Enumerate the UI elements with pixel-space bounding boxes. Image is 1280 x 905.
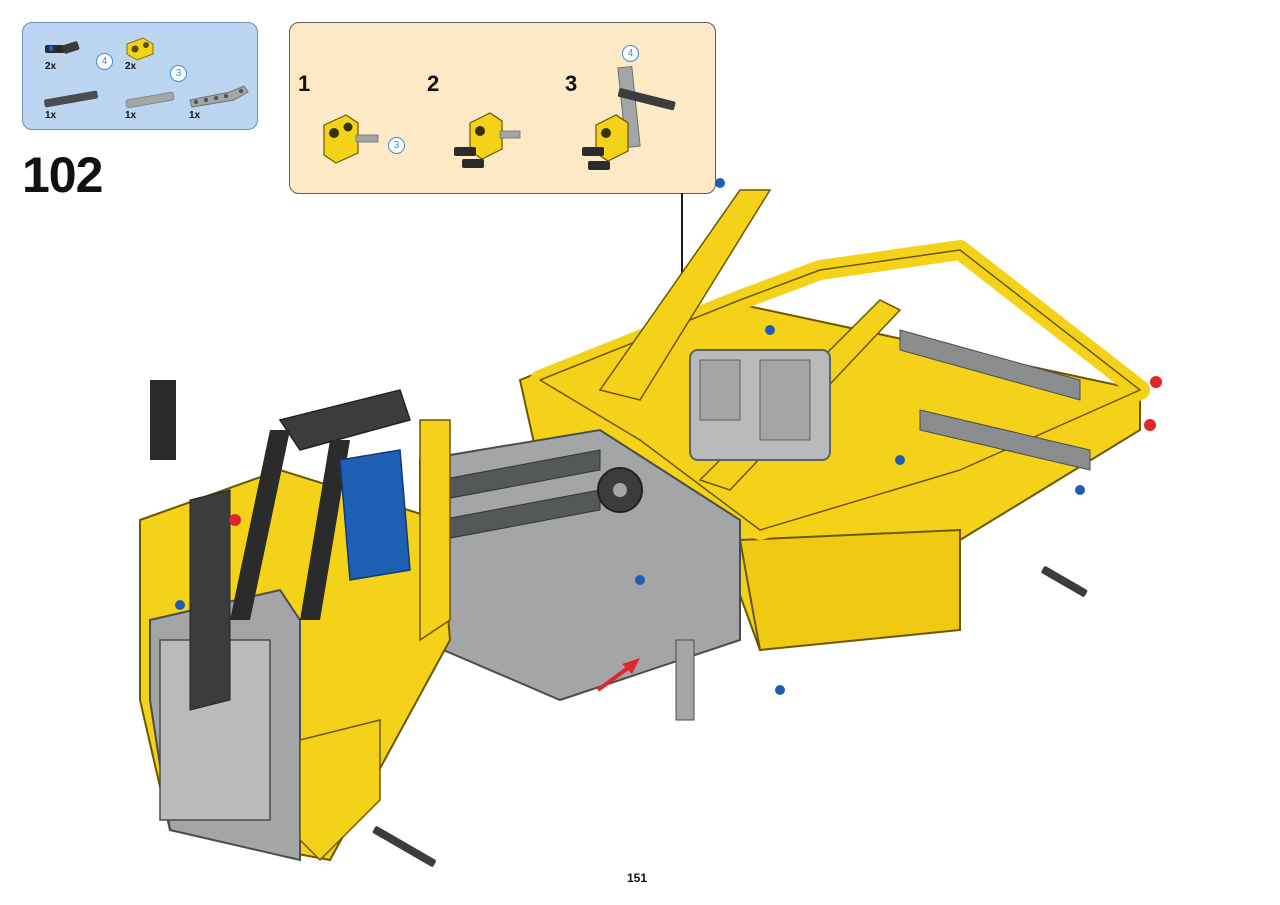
axle-grey-icon xyxy=(125,91,175,109)
page-number: 151 xyxy=(627,871,648,885)
axle-dark-icon xyxy=(44,90,98,108)
substep-number: 3 xyxy=(565,71,578,96)
length-badge: 4 xyxy=(96,53,113,70)
step-number: 102 xyxy=(22,147,103,203)
length-badge: 3 xyxy=(388,137,405,154)
axle-pin-icon xyxy=(45,41,80,54)
part-qty: 2x xyxy=(125,61,137,72)
length-badge: 3 xyxy=(170,65,187,82)
part-qty: 1x xyxy=(189,110,201,121)
parts-list: 2x 4 2x 3 1x 1x 1x xyxy=(22,22,258,130)
part-qty: 1x xyxy=(45,110,57,121)
beam-icon xyxy=(189,85,249,108)
substep-number: 1 xyxy=(298,71,311,96)
substep-number: 2 xyxy=(427,71,440,96)
subassembly-box: 1 2 3 3 4 xyxy=(289,22,716,194)
length-badge: 4 xyxy=(622,45,639,62)
substep-3-assembly-icon xyxy=(582,65,676,170)
substep-1-assembly-icon xyxy=(323,114,379,164)
cross-block-icon xyxy=(126,37,154,61)
technic-model-illustration xyxy=(139,178,1162,867)
part-qty: 2x xyxy=(45,61,57,72)
substep-2-assembly-icon xyxy=(454,112,521,168)
part-qty: 1x xyxy=(125,110,137,121)
